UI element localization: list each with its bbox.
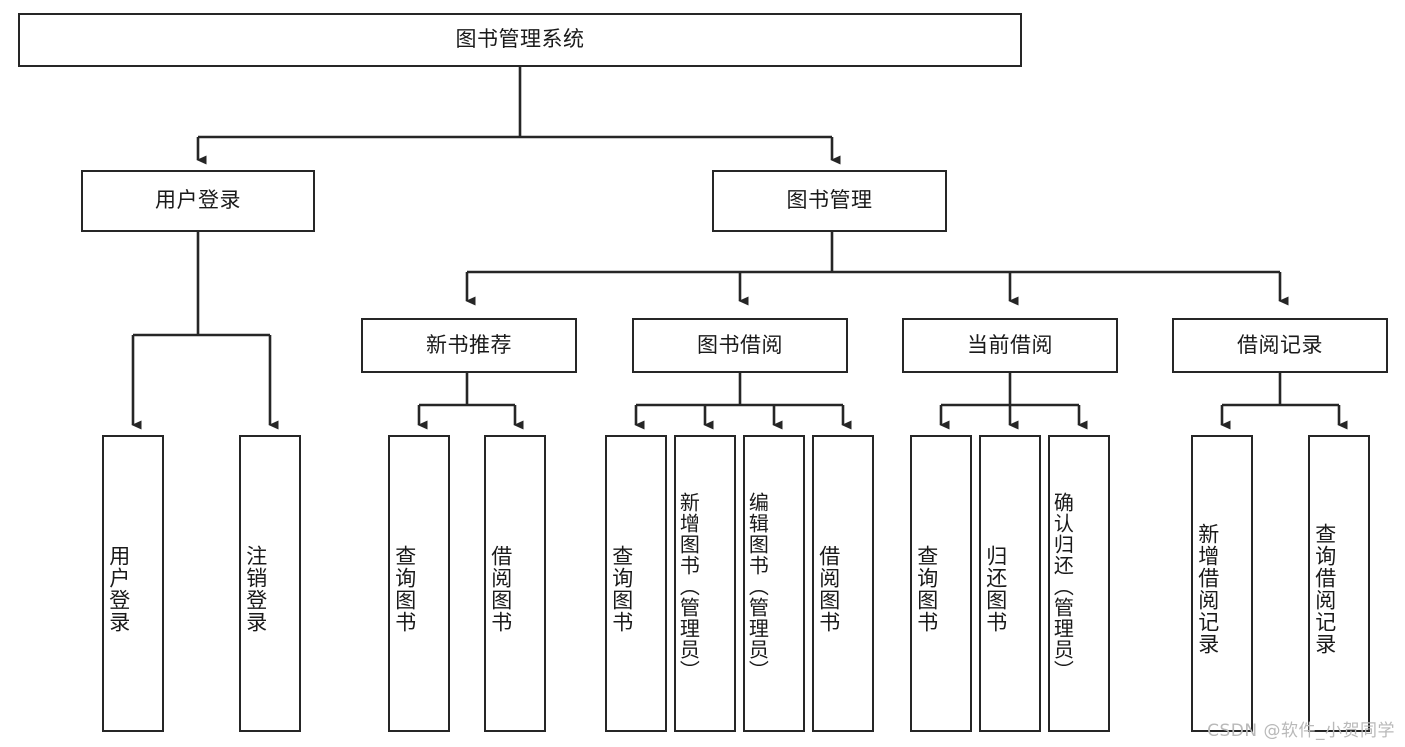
leaf-confirm-return-admin[interactable]: 确认归还（管理员） [1048,435,1110,732]
node-current-borrow[interactable]: 当前借阅 [902,318,1118,373]
node-label: 查询图书 [392,544,417,633]
node-label: 归还图书 [983,544,1008,633]
leaf-query-book-current[interactable]: 查询图书 [910,435,972,732]
leaf-add-book-admin[interactable]: 新增图书（管理员） [674,435,736,732]
node-label: 图书管理系统 [455,27,585,52]
node-label: 用户登录 [155,188,241,213]
leaf-user-login[interactable]: 用户登录 [102,435,164,732]
node-label: 图书管理 [786,188,873,213]
node-label: 确认归还（管理员） [1050,492,1075,681]
node-borrow-records[interactable]: 借阅记录 [1172,318,1388,373]
node-label: 查询图书 [914,544,939,633]
node-label: 注销登录 [243,544,268,633]
node-book-management[interactable]: 图书管理 [712,170,947,232]
node-book-borrow[interactable]: 图书借阅 [632,318,848,373]
leaf-logout[interactable]: 注销登录 [239,435,301,732]
leaf-add-borrow-record[interactable]: 新增借阅记录 [1191,435,1253,732]
node-label: 新增借阅记录 [1195,522,1220,655]
node-label: 图书借阅 [697,332,783,357]
leaf-query-book-borrow[interactable]: 查询图书 [605,435,667,732]
leaf-edit-book-admin[interactable]: 编辑图书（管理员） [743,435,805,732]
leaf-query-borrow-record[interactable]: 查询借阅记录 [1308,435,1370,732]
node-root-book-management-system[interactable]: 图书管理系统 [18,13,1022,67]
leaf-query-book-recommend[interactable]: 查询图书 [388,435,450,732]
node-label: 查询借阅记录 [1312,522,1337,655]
node-label: 新增图书（管理员） [676,492,701,681]
node-label: 借阅图书 [488,544,513,633]
node-label: 借阅图书 [816,544,841,633]
node-label: 查询图书 [609,544,634,633]
leaf-borrow-book-recommend[interactable]: 借阅图书 [484,435,546,732]
node-new-book-recommend[interactable]: 新书推荐 [361,318,577,373]
node-label: 新书推荐 [426,332,512,357]
node-user-login[interactable]: 用户登录 [81,170,315,232]
leaf-return-book[interactable]: 归还图书 [979,435,1041,732]
node-label: 编辑图书（管理员） [745,492,770,681]
node-label: 当前借阅 [967,332,1053,357]
leaf-borrow-book[interactable]: 借阅图书 [812,435,874,732]
node-label: 借阅记录 [1237,332,1323,357]
node-label: 用户登录 [106,544,131,633]
